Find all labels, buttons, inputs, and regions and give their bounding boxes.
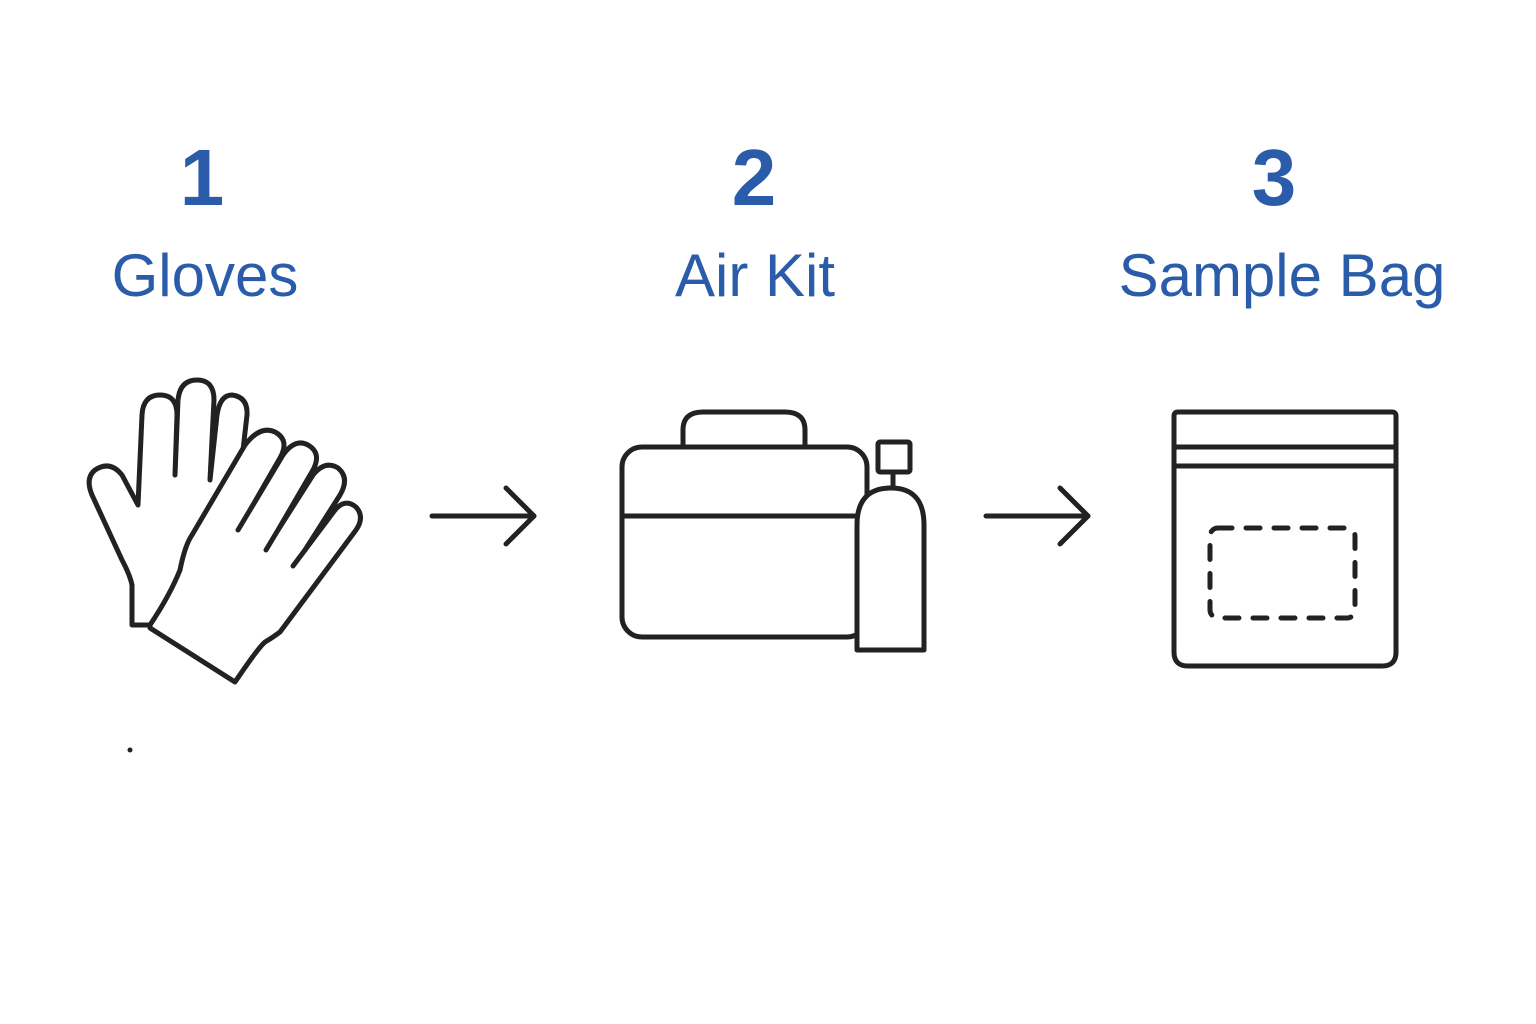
- arrow-right-icon: [983, 485, 1091, 547]
- step-label: Sample Bag: [1118, 242, 1446, 309]
- step-label: Air Kit: [674, 242, 836, 309]
- step-number: 1: [179, 133, 225, 222]
- arrow-right-icon: [429, 485, 537, 547]
- gloves-icon: [86, 377, 363, 753]
- sample-bag-icon: [1171, 409, 1399, 669]
- air-kit-icon: [619, 409, 927, 653]
- step-number: 2: [731, 133, 777, 222]
- step-number: 3: [1251, 133, 1297, 222]
- step-label: Gloves: [111, 242, 299, 309]
